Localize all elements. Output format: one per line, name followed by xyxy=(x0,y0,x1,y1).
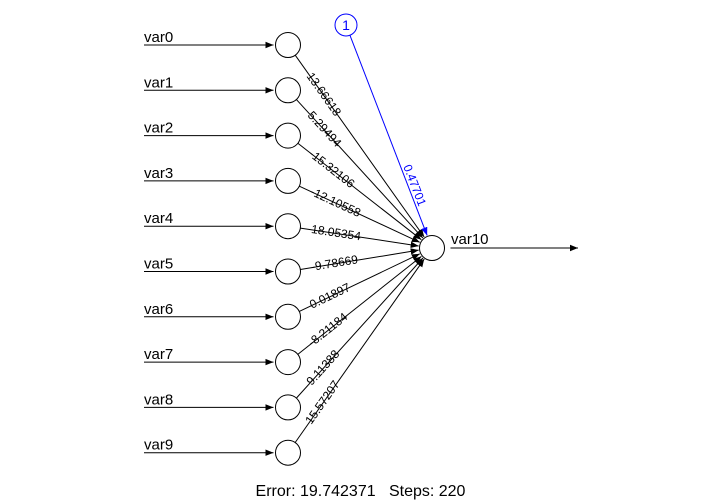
input-node-var1 xyxy=(275,77,301,104)
input-label-var6: var6 xyxy=(144,301,173,318)
input-label-var5: var5 xyxy=(144,256,173,273)
input-label-var9: var9 xyxy=(144,437,173,454)
edge-var7 xyxy=(297,255,422,355)
edge-var9 xyxy=(294,258,425,443)
weight-label-var7: -8.21184 xyxy=(305,309,350,349)
input-node-var9 xyxy=(275,439,301,466)
edge-var5 xyxy=(300,248,419,270)
input-node-var3 xyxy=(275,167,301,194)
edge-var0 xyxy=(294,54,425,238)
bias-node xyxy=(334,13,358,37)
input-label-var2: var2 xyxy=(144,120,173,137)
bias-node-label: 1 xyxy=(342,17,350,33)
edge-var1 xyxy=(296,99,424,239)
bias-edge xyxy=(349,35,428,236)
weight-label-var3: -12.10558 xyxy=(308,184,363,220)
edge-var6 xyxy=(299,253,421,312)
input-label-var1: var1 xyxy=(144,74,173,91)
footer-error-steps: Error: 19.742371 Steps: 220 xyxy=(255,483,466,500)
edge-var2 xyxy=(297,142,422,241)
input-node-var0 xyxy=(275,32,301,58)
input-label-var7: var7 xyxy=(144,346,173,363)
output-label: var10 xyxy=(451,231,489,248)
input-node-var7 xyxy=(275,349,301,376)
input-label-var3: var3 xyxy=(144,165,173,182)
output-node xyxy=(419,235,445,261)
weight-label-var5: -9.78669 xyxy=(310,252,359,274)
edge-var3 xyxy=(299,185,420,243)
input-label-var8: var8 xyxy=(144,391,173,408)
edge-var8 xyxy=(296,257,424,399)
bias-weight-label: 0.47701 xyxy=(400,163,429,209)
weight-label-var4: 18.05354 xyxy=(310,222,362,243)
input-node-var6 xyxy=(275,303,301,330)
weight-label-var0: 13.66618 xyxy=(304,70,345,119)
input-node-var2 xyxy=(275,122,301,149)
weight-label-var6: 0.01897 xyxy=(307,280,352,311)
edge-var4 xyxy=(300,227,419,248)
input-label-var4: var4 xyxy=(144,210,173,227)
input-node-var8 xyxy=(275,394,301,421)
input-node-var5 xyxy=(275,258,301,285)
input-node-var4 xyxy=(275,213,301,240)
weight-label-var1: 5.29494 xyxy=(305,108,345,150)
input-label-var0: var0 xyxy=(144,29,173,46)
